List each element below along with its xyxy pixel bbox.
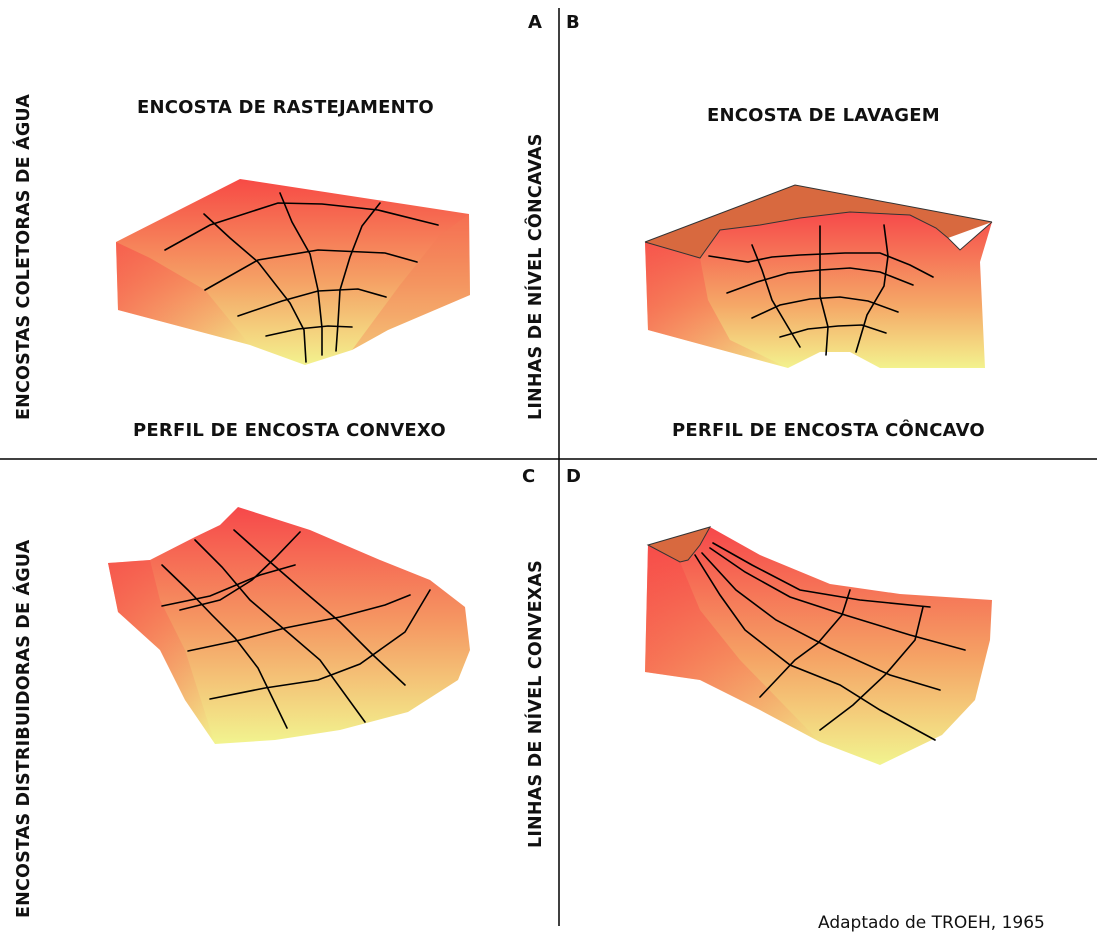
panel-b-title: ENCOSTA DE LAVAGEM: [707, 105, 940, 126]
source-credit: Adaptado de TROEH, 1965: [818, 913, 1045, 933]
side-label-concave-contours: LINHAS DE NÍVEL CÔNCAVAS: [526, 133, 546, 420]
contour-grid-a: [164, 192, 439, 363]
side-label-collecting: ENCOSTAS COLETORAS DE ÁGUA: [14, 94, 34, 420]
panel-b-profile: PERFIL DE ENCOSTA CÔNCAVO: [672, 420, 985, 441]
side-label-convex-contours: LINHAS DE NÍVEL CONVEXAS: [526, 560, 546, 848]
surface-d: [645, 526, 992, 765]
surface-b: [644, 184, 993, 368]
panel-d-letter: D: [566, 466, 581, 487]
surface-a: [116, 179, 470, 365]
panel-b-letter: B: [566, 12, 580, 33]
panel-a-profile: PERFIL DE ENCOSTA CONVEXO: [133, 420, 446, 441]
contour-grid-d: [694, 542, 966, 741]
panel-a-letter: A: [528, 12, 542, 33]
panel-c-letter: C: [522, 466, 536, 487]
panel-a-title: ENCOSTA DE RASTEJAMENTO: [137, 97, 434, 118]
surface-c: [108, 507, 470, 744]
side-label-distributing: ENCOSTAS DISTRIBUIDORAS DE ÁGUA: [14, 539, 34, 918]
contour-grid-b: [708, 224, 934, 356]
contour-grid-c: [161, 529, 431, 729]
